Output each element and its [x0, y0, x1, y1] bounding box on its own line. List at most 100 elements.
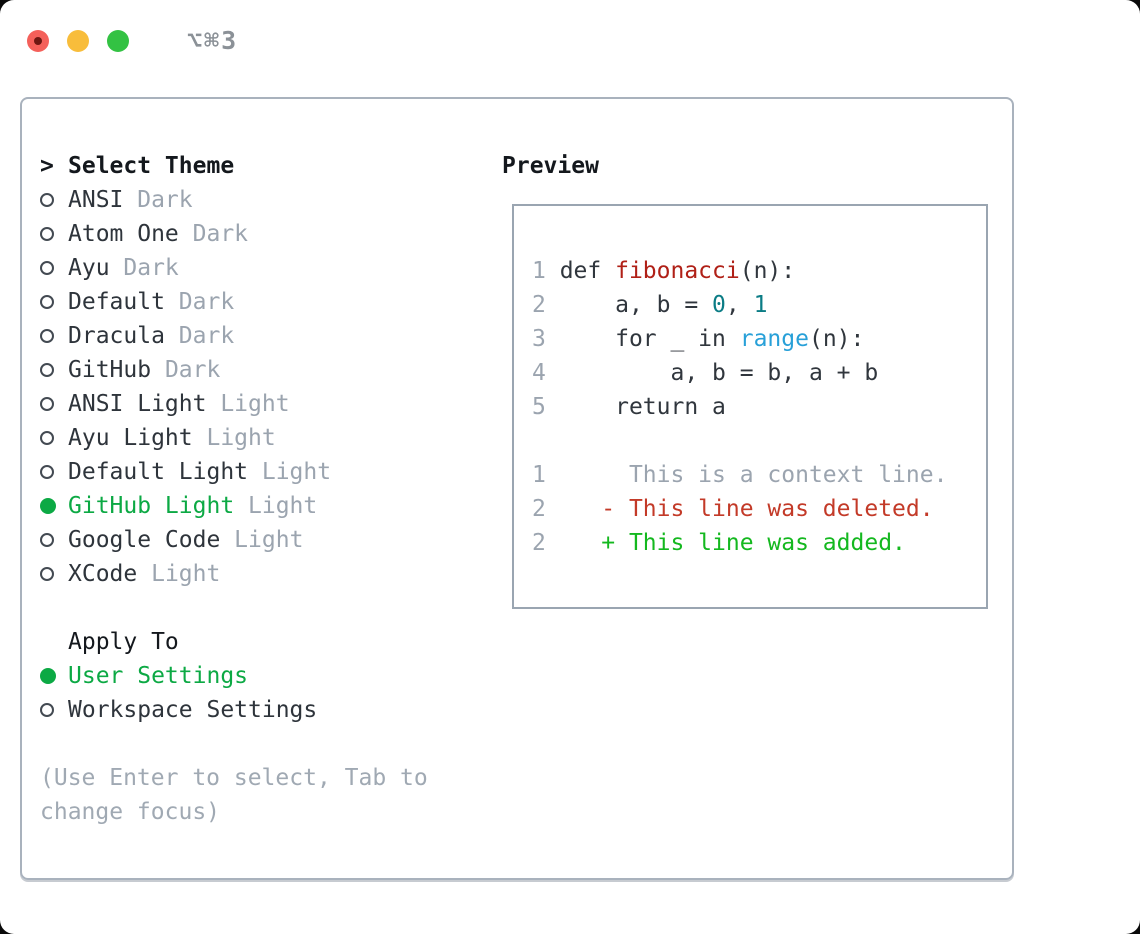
theme-item-dracula[interactable]: Dracula Dark	[40, 319, 428, 353]
theme-item-label: Atom One	[68, 221, 179, 247]
theme-variant-label: Dark	[178, 221, 249, 247]
window-title: ⌥⌘3	[187, 26, 239, 55]
code-line: 2 a, b = 0, 1	[532, 288, 986, 322]
theme-item-github[interactable]: GitHub Dark	[40, 353, 428, 387]
titlebar: ⌥⌘3	[27, 26, 238, 55]
code-line: 5 return a	[532, 390, 986, 424]
code-token: range	[739, 326, 809, 352]
radio-dot-empty	[40, 465, 54, 479]
code-token: return a	[559, 394, 726, 420]
theme-item-label: Dracula	[68, 323, 165, 349]
theme-item-default-light[interactable]: Default Light Light	[40, 455, 428, 489]
radio-icon	[40, 193, 68, 207]
theme-variant-label: Light	[137, 561, 221, 587]
diff-text: + This line was added.	[559, 530, 906, 556]
apply-to-header: Apply To	[40, 625, 428, 659]
radio-dot-filled	[40, 498, 56, 514]
diff-line-ctx: 1 This is a context line.	[532, 458, 986, 492]
theme-variant-label: Light	[234, 493, 318, 519]
hint-line-1: (Use Enter to select, Tab to	[40, 765, 428, 791]
theme-item-github-light[interactable]: GitHub Light Light	[40, 489, 428, 523]
line-number: 2	[532, 496, 560, 522]
theme-variant-label: Dark	[109, 255, 179, 281]
theme-item-ayu-light[interactable]: Ayu Light Light	[40, 421, 428, 455]
radio-dot-empty	[40, 193, 54, 207]
line-number: 1	[532, 258, 560, 284]
theme-item-label: Ayu Light	[68, 425, 193, 451]
radio-dot-empty	[40, 329, 54, 343]
diff-text: This is a context line.	[559, 462, 948, 488]
preview-pane: 1 def fibonacci(n):2 a, b = 0, 1 3 for _ …	[512, 204, 988, 609]
spacer-row	[40, 727, 428, 761]
radio-icon	[40, 703, 68, 717]
theme-item-xcode[interactable]: XCode Light	[40, 557, 428, 591]
blank-line	[532, 424, 986, 458]
radio-dot-empty	[40, 363, 54, 377]
theme-item-label: GitHub	[68, 357, 152, 383]
theme-item-label: Default Light	[68, 459, 249, 485]
radio-icon	[40, 295, 68, 309]
theme-item-label: ANSI	[68, 187, 124, 213]
theme-picker-title: Select Theme	[68, 153, 235, 179]
radio-icon	[40, 431, 68, 445]
apply-option-label: User Settings	[68, 663, 249, 689]
apply-option-label: Workspace Settings	[68, 697, 318, 723]
apply-option-workspace-settings[interactable]: Workspace Settings	[40, 693, 428, 727]
theme-variant-label: Dark	[123, 187, 193, 213]
theme-item-ansi-light[interactable]: ANSI Light Light	[40, 387, 428, 421]
theme-item-label: Ayu	[68, 255, 110, 281]
radio-icon	[40, 363, 68, 377]
radio-icon	[40, 397, 68, 411]
radio-icon	[40, 567, 68, 581]
zoom-button[interactable]	[107, 29, 129, 52]
line-number: 2	[532, 530, 560, 556]
theme-variant-label: Dark	[164, 289, 235, 315]
theme-variant-label: Light	[192, 425, 276, 451]
radio-selected-icon	[40, 498, 68, 514]
theme-item-atom-one[interactable]: Atom One Dark	[40, 217, 428, 251]
theme-item-label: Google Code	[68, 527, 221, 553]
code-token: ,	[725, 292, 754, 318]
radio-selected-icon	[40, 668, 68, 684]
code-line: 1 def fibonacci(n):	[532, 254, 986, 288]
preview-title: Preview	[502, 153, 599, 179]
code-token: 1	[753, 292, 768, 318]
theme-item-default[interactable]: Default Dark	[40, 285, 428, 319]
apply-to-title: Apply To	[68, 629, 179, 655]
theme-item-google-code[interactable]: Google Code Light	[40, 523, 428, 557]
theme-item-ayu[interactable]: Ayu Dark	[40, 251, 428, 285]
diff-text: - This line was deleted.	[559, 496, 934, 522]
close-button[interactable]	[27, 29, 49, 52]
radio-icon	[40, 533, 68, 547]
radio-icon	[40, 465, 68, 479]
code-token: 0	[712, 292, 726, 318]
radio-dot-empty	[40, 261, 54, 275]
theme-item-label: Default	[68, 289, 165, 315]
code-token: def	[559, 258, 616, 284]
radio-dot-empty	[40, 397, 54, 411]
code-token: a, b = b, a + b	[559, 360, 879, 386]
radio-dot-empty	[40, 227, 54, 241]
code-line: 4 a, b = b, a + b	[532, 356, 986, 390]
theme-variant-label: Light	[206, 391, 290, 417]
apply-option-user-settings[interactable]: User Settings	[40, 659, 428, 693]
theme-picker-header: > Select Theme	[40, 149, 428, 183]
line-number: 3	[532, 326, 560, 352]
radio-dot-empty	[40, 431, 54, 445]
line-number: 5	[532, 394, 560, 420]
line-number: 4	[532, 360, 560, 386]
theme-variant-label: Dark	[164, 323, 235, 349]
radio-dot-empty	[40, 533, 54, 547]
theme-item-label: ANSI Light	[68, 391, 207, 417]
spacer-row	[40, 591, 428, 625]
preview-code: 1 def fibonacci(n):2 a, b = 0, 1 3 for _ …	[514, 206, 986, 560]
code-token: for _ in	[559, 326, 740, 352]
radio-dot-empty	[40, 295, 54, 309]
theme-item-ansi[interactable]: ANSI Dark	[40, 183, 428, 217]
minimize-button[interactable]	[67, 29, 89, 52]
diff-line-del: 2 - This line was deleted.	[532, 492, 986, 526]
line-number: 2	[532, 292, 560, 318]
